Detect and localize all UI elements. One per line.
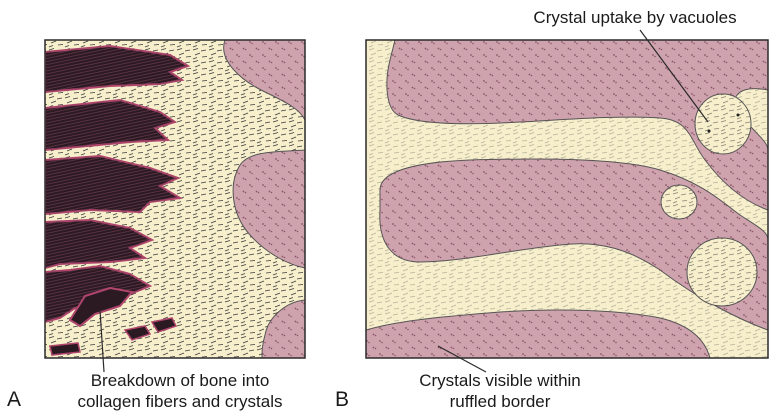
panel-b-letter: B [335, 389, 349, 411]
panel-b [366, 40, 768, 358]
panel-a-caption-line-1: Breakdown of bone into [30, 371, 330, 390]
panel-a-letter: A [7, 389, 21, 411]
panel-a-caption-line-2: collagen fibers and crystals [30, 392, 330, 411]
panel-b-caption-line-1: Crystals visible within [380, 371, 620, 390]
panel-a [45, 40, 305, 358]
panel-b-caption-line-2: ruffled border [380, 392, 620, 411]
panel-b-top-label: Crystal uptake by vacuoles [500, 8, 770, 27]
